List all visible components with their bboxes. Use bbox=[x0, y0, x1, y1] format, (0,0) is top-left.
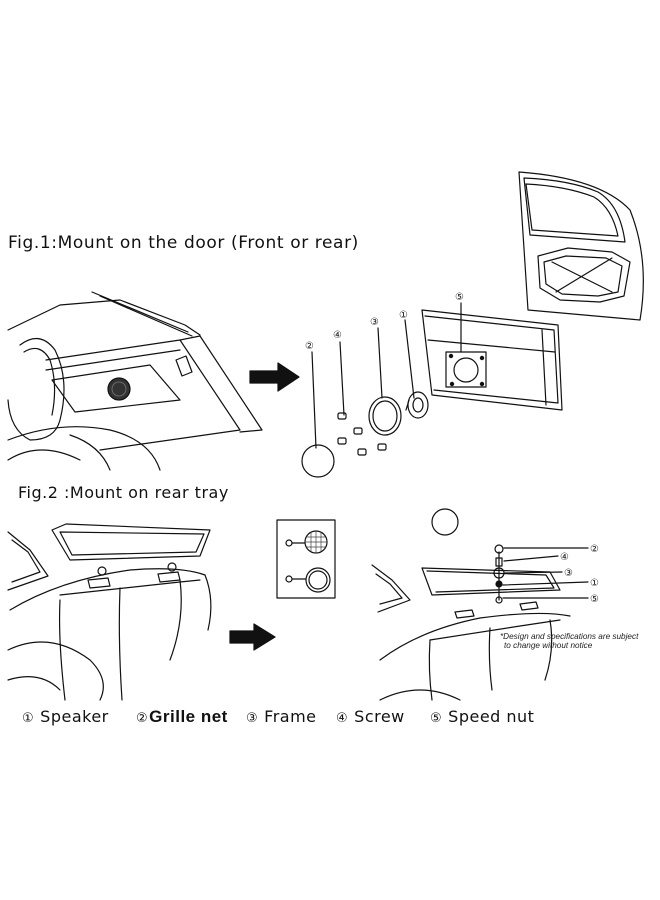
legend-item-screw: ④ Screw bbox=[336, 707, 405, 726]
legend-item-speed-nut: ⑤ Speed nut bbox=[430, 707, 534, 726]
fig1-title: Fig.1:Mount on the door (Front or rear) bbox=[8, 233, 359, 253]
door-speaker-grille bbox=[107, 377, 131, 401]
callout-screw: ④ bbox=[560, 552, 569, 563]
fig1-callout-labels: ⑤ ① ③ ④ ② bbox=[305, 292, 464, 352]
callout-speaker: ① bbox=[590, 578, 599, 589]
disclaimer-line-2: to change without notice bbox=[504, 641, 593, 650]
exploded-view-rear-tray bbox=[371, 508, 589, 701]
legend-item-frame: ③ Frame bbox=[246, 707, 317, 726]
legend-label: Frame bbox=[264, 707, 317, 726]
disclaimer-line-1: *Design and specifications are subject bbox=[500, 632, 639, 641]
legend-number: ⑤ bbox=[430, 711, 443, 726]
rear-tray-interior-illustration bbox=[7, 523, 212, 701]
legend-label: Speed nut bbox=[448, 707, 535, 726]
fig2-title: Fig.2 :Mount on rear tray bbox=[18, 483, 229, 502]
legend-item-speaker: ① Speaker bbox=[22, 707, 109, 726]
callout-grille-net: ② bbox=[305, 341, 314, 352]
callout-frame: ③ bbox=[564, 568, 573, 579]
exploded-view-door bbox=[301, 302, 563, 478]
legend-number: ④ bbox=[336, 711, 349, 726]
parts-legend: ① Speaker ②Grille net ③ Frame ④ Screw ⑤ Spee… bbox=[22, 707, 652, 733]
legend-number: ① bbox=[22, 711, 35, 726]
disclaimer-note: *Design and specifications are subject t… bbox=[500, 632, 638, 650]
legend-number: ③ bbox=[246, 711, 259, 726]
legend-label: Speaker bbox=[40, 707, 109, 726]
parts-inset-box bbox=[276, 519, 336, 599]
door-interior-illustration bbox=[7, 291, 263, 471]
callout-speed-nut: ⑤ bbox=[455, 292, 464, 303]
car-door-illustration bbox=[518, 171, 644, 321]
legend-number: ② bbox=[136, 711, 149, 726]
arrow-right-icon bbox=[229, 623, 276, 651]
legend-label: Grille net bbox=[149, 707, 228, 726]
callout-speaker: ① bbox=[399, 310, 408, 321]
fig2-callout-labels: ② ④ ③ ① ⑤ bbox=[560, 544, 599, 605]
callout-frame: ③ bbox=[370, 317, 379, 328]
legend-item-grille-net: ②Grille net bbox=[136, 707, 228, 727]
legend-label: Screw bbox=[354, 707, 405, 726]
callout-grille-net: ② bbox=[590, 544, 599, 555]
callout-speed-nut: ⑤ bbox=[590, 594, 599, 605]
arrow-right-icon bbox=[249, 362, 300, 392]
callout-screw: ④ bbox=[333, 330, 342, 341]
